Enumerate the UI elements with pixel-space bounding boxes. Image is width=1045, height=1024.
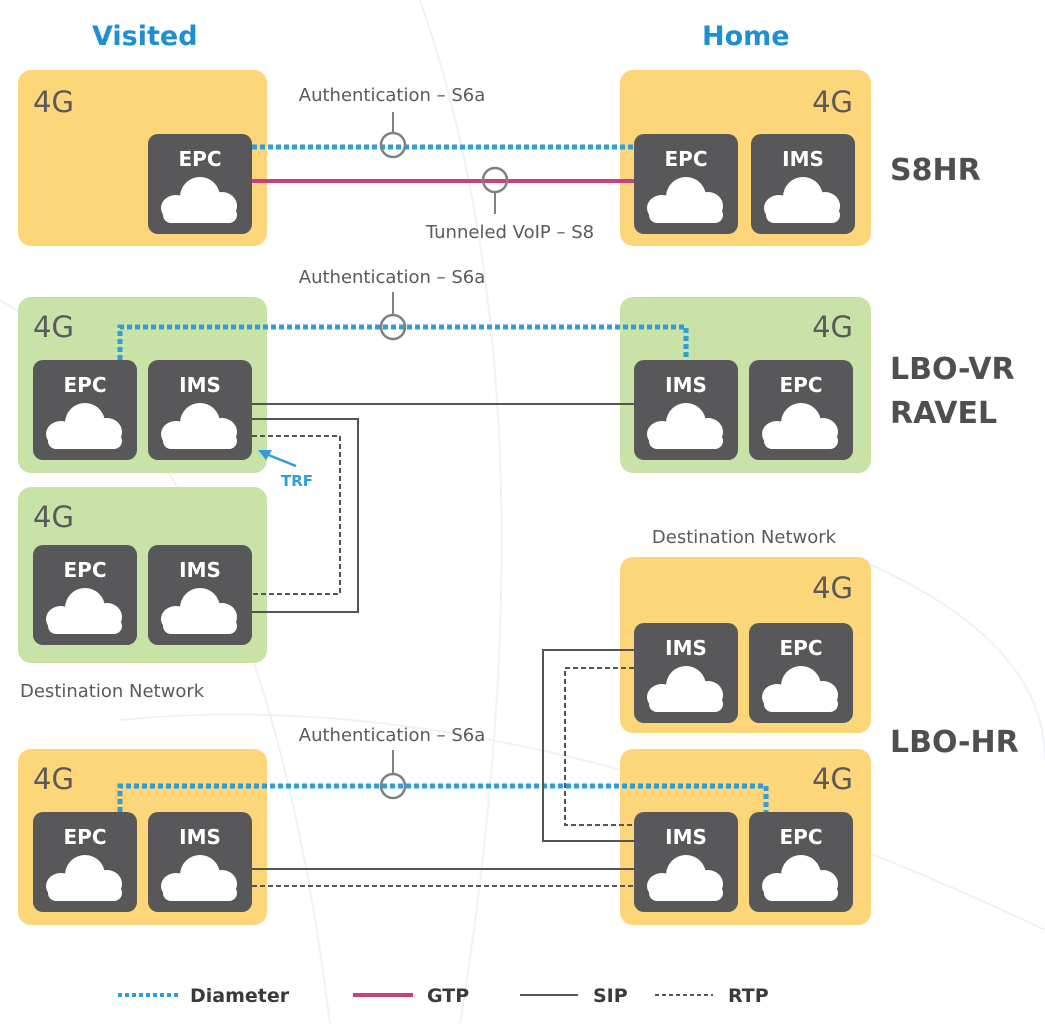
epc-node: EPC bbox=[33, 360, 137, 460]
ims-node: IMS bbox=[148, 545, 252, 645]
auth-marker-lbo-hr bbox=[379, 750, 407, 800]
epc-node: EPC bbox=[749, 360, 853, 460]
epc-node: EPC bbox=[634, 134, 738, 234]
legend-sip-label: SIP bbox=[593, 985, 628, 1007]
ims-label: IMS bbox=[665, 636, 707, 660]
legend-rtp-label: RTP bbox=[728, 985, 769, 1007]
tunneled-voip-caption: Tunneled VoIP – S8 bbox=[425, 222, 594, 243]
epc-label: EPC bbox=[64, 558, 107, 582]
ims-node: IMS bbox=[634, 360, 738, 460]
tunneled-voip-marker bbox=[481, 166, 509, 214]
rtp-link-to-destination bbox=[252, 435, 341, 595]
sip-link-to-destination bbox=[252, 418, 359, 613]
epc-node: EPC bbox=[749, 623, 853, 723]
authentication-caption: Authentication – S6a bbox=[299, 85, 486, 106]
trf-label: TRF bbox=[281, 472, 313, 490]
visited-header: Visited bbox=[92, 21, 198, 52]
auth-marker-lbo-vr bbox=[379, 292, 407, 341]
network-label-4g: 4G bbox=[33, 85, 74, 119]
sip-link-lbo-hr bbox=[542, 649, 634, 842]
ims-node: IMS bbox=[751, 134, 855, 234]
ims-label: IMS bbox=[179, 825, 221, 849]
epc-label: EPC bbox=[179, 147, 222, 171]
scenario-label-lbo-hr: LBO-HR bbox=[890, 725, 1019, 760]
network-label-4g: 4G bbox=[33, 500, 74, 534]
epc-node: EPC bbox=[33, 812, 137, 912]
ims-label: IMS bbox=[782, 147, 824, 171]
trf-arrow-icon bbox=[258, 450, 297, 468]
scenario-label-ravel: RAVEL bbox=[890, 396, 997, 431]
epc-node: EPC bbox=[148, 134, 252, 234]
ims-label: IMS bbox=[665, 373, 707, 397]
ims-node: IMS bbox=[148, 360, 252, 460]
destination-network-caption: Destination Network bbox=[652, 527, 837, 548]
epc-label: EPC bbox=[780, 373, 823, 397]
epc-label: EPC bbox=[64, 373, 107, 397]
ims-label: IMS bbox=[179, 558, 221, 582]
scenario-label-s8hr: S8HR bbox=[890, 153, 981, 188]
epc-label: EPC bbox=[780, 825, 823, 849]
network-label-4g: 4G bbox=[33, 762, 74, 796]
ims-node: IMS bbox=[634, 623, 738, 723]
epc-label: EPC bbox=[665, 147, 708, 171]
network-label-4g: 4G bbox=[812, 762, 853, 796]
rtp-link-lbo-hr bbox=[564, 667, 634, 826]
epc-node: EPC bbox=[33, 545, 137, 645]
scenario-label-lbo-vr: LBO-VR bbox=[890, 352, 1015, 387]
authentication-caption: Authentication – S6a bbox=[299, 267, 486, 288]
diameter-link-lbo-vr bbox=[117, 324, 689, 360]
ims-node: IMS bbox=[148, 812, 252, 912]
auth-marker-s8hr bbox=[379, 112, 407, 159]
home-header: Home bbox=[702, 21, 790, 52]
authentication-caption: Authentication – S6a bbox=[299, 725, 486, 746]
ims-node: IMS bbox=[634, 812, 738, 912]
epc-node: EPC bbox=[749, 812, 853, 912]
legend-diameter-label: Diameter bbox=[190, 985, 290, 1007]
network-label-4g: 4G bbox=[812, 310, 853, 344]
destination-network-caption: Destination Network bbox=[20, 681, 205, 702]
network-label-4g: 4G bbox=[812, 85, 853, 119]
diameter-link-lbo-hr bbox=[117, 783, 769, 812]
epc-label: EPC bbox=[64, 825, 107, 849]
legend-gtp-label: GTP bbox=[427, 985, 469, 1007]
legend: Diameter GTP SIP RTP bbox=[118, 985, 769, 1007]
ims-label: IMS bbox=[179, 373, 221, 397]
ims-label: IMS bbox=[665, 825, 707, 849]
network-label-4g: 4G bbox=[33, 310, 74, 344]
epc-label: EPC bbox=[780, 636, 823, 660]
network-label-4g: 4G bbox=[812, 571, 853, 605]
